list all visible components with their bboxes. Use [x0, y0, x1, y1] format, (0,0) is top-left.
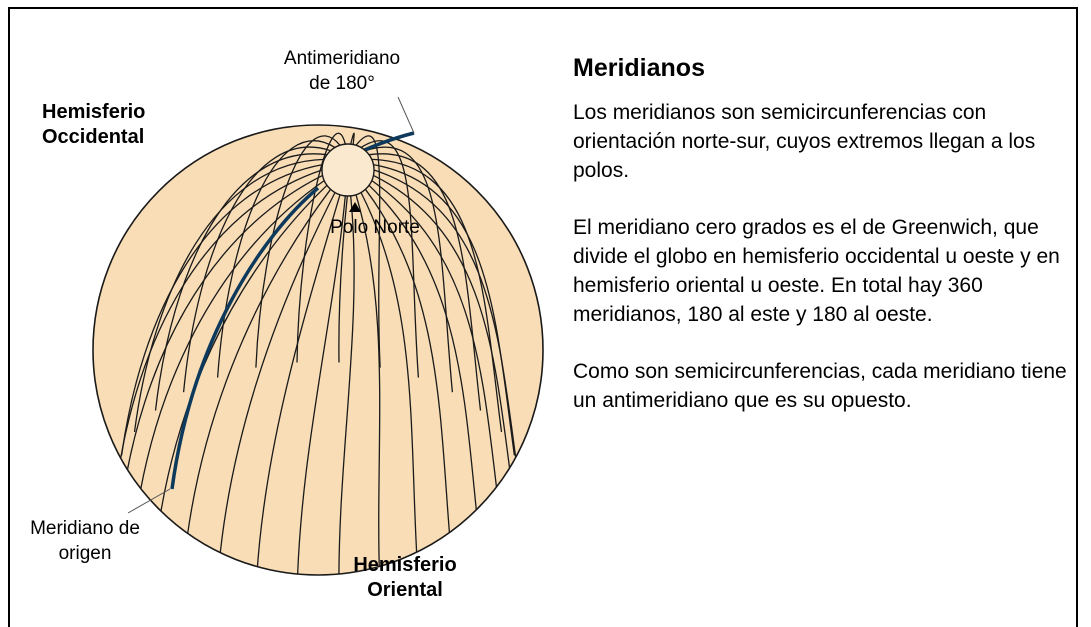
- north-pole-label: Polo Norte: [330, 217, 420, 238]
- meridian-line: [120, 174, 323, 505]
- meridian-line: [371, 158, 503, 432]
- meridian-line: [373, 174, 516, 505]
- meridian-line: [355, 135, 381, 368]
- west-hemisphere-label: Hemisferio Occidental: [42, 100, 182, 150]
- meridian-line: [182, 146, 331, 393]
- meridian-line: [154, 153, 328, 411]
- meridian-line: [360, 140, 420, 378]
- meridian-line: [355, 194, 381, 575]
- meridian-line: [296, 132, 346, 363]
- meridian-line: [368, 153, 482, 411]
- description-panel: Meridianos Los meridianos son semicircun…: [573, 52, 1073, 443]
- north-pole-marker: [349, 202, 361, 212]
- meridian-line: [182, 188, 332, 568]
- prime-meridian-line1: Meridiano de: [30, 518, 140, 539]
- prime-meridian-leader: [127, 488, 171, 514]
- meridian-line: [296, 195, 346, 575]
- meridian-line: [373, 169, 520, 480]
- paragraph-definition: Los meridianos son semicircunferencias c…: [573, 101, 1036, 182]
- meridian-line: [360, 192, 420, 575]
- antimeridian-leader: [397, 96, 415, 134]
- meridian-line: [368, 184, 482, 550]
- prime-meridian-label: Meridiano de origen: [10, 516, 160, 566]
- west-hemisphere-line1: Hemisferio: [42, 101, 146, 123]
- meridian-line: [373, 163, 516, 456]
- figure-frame: [8, 7, 1078, 627]
- north-pole-circle: [321, 143, 375, 197]
- antimeridian-label-line1: Antimeridiano: [283, 48, 401, 69]
- east-hemisphere-line1: Hemisferio: [353, 554, 457, 576]
- west-hemisphere-line2: Occidental: [42, 126, 145, 148]
- antimeridian-label-line2: de 180°: [309, 73, 375, 94]
- paragraph-greenwich: El meridiano cero grados es el de Greenw…: [573, 216, 1060, 326]
- meridian-line: [338, 195, 355, 575]
- paragraph-antimeridian: Como son semicircunferencias, cada merid…: [573, 360, 1067, 412]
- meridian-line: [133, 180, 325, 529]
- page-title: Meridianos: [573, 54, 705, 82]
- meridian-line: [255, 194, 341, 575]
- meridian-line: [364, 188, 454, 568]
- east-hemisphere-line2: Oriental: [367, 579, 443, 601]
- meridian-line: [216, 192, 336, 575]
- meridian-line: [255, 135, 341, 368]
- antimeridian-label: Antimeridiano de 180°: [252, 46, 432, 96]
- meridian-line: [365, 146, 454, 393]
- east-hemisphere-label: Hemisferio Oriental: [335, 553, 475, 603]
- globe-diagram: Antimeridiano de 180° Hemisferio Occiden…: [10, 46, 544, 603]
- meridian-line: [133, 158, 325, 432]
- prime-meridian-line: [170, 186, 320, 490]
- meridian-line: [154, 184, 328, 550]
- meridian-line: [120, 163, 323, 456]
- meridian-lines: [116, 132, 520, 575]
- prime-meridian-line2: origen: [58, 543, 112, 564]
- globe-svg: [92, 96, 544, 576]
